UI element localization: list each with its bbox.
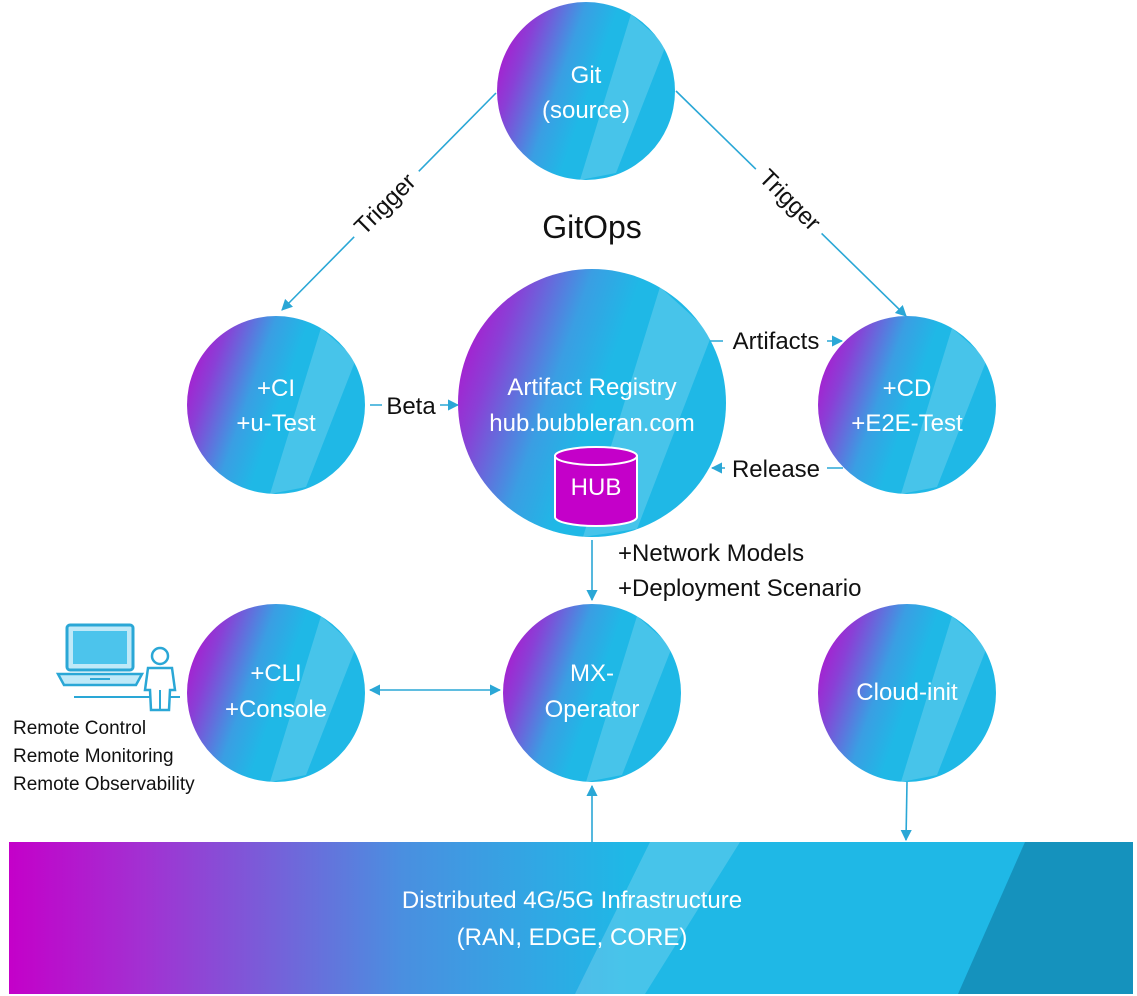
network-models-label: +Network Models	[618, 540, 804, 567]
database-icon	[554, 446, 638, 527]
cloud-init-node: Cloud-init	[818, 604, 996, 782]
operator-node-line2: Operator	[545, 696, 640, 723]
cd-node-line1: +CD	[883, 375, 932, 402]
mx-operator-node: MX- Operator	[503, 604, 681, 782]
remote-monitoring-label: Remote Monitoring	[13, 746, 174, 767]
registry-node-line1: Artifact Registry	[507, 374, 676, 401]
cli-node: +CLI +Console	[187, 604, 365, 782]
ci-node-line1: +CI	[257, 375, 295, 402]
infrastructure-line2: (RAN, EDGE, CORE)	[457, 924, 688, 951]
infrastructure-band: Distributed 4G/5G Infrastructure (RAN, E…	[9, 842, 1133, 994]
artifact-registry-node: Artifact Registry hub.bubbleran.com HUB	[458, 269, 726, 537]
edge-cloudinit-infra	[900, 781, 912, 842]
edge-labels: Trigger Trigger Beta Artifacts Release +…	[330, 144, 861, 602]
cli-node-line1: +CLI	[250, 660, 301, 687]
person-icon	[143, 646, 177, 712]
git-node-line1: Git	[571, 62, 602, 89]
git-node: Git (source)	[497, 2, 675, 180]
cli-node-line2: +Console	[225, 696, 327, 723]
infrastructure-line1: Distributed 4G/5G Infrastructure	[402, 887, 742, 914]
laptop-icon	[55, 623, 180, 698]
release-label: Release	[732, 456, 820, 483]
registry-node-line2: hub.bubbleran.com	[489, 410, 694, 437]
gitops-title: GitOps	[542, 209, 642, 245]
remote-control-label: Remote Control	[13, 718, 147, 739]
ci-node: +CI +u-Test	[187, 316, 365, 494]
cd-node: +CD +E2E-Test	[818, 316, 996, 494]
beta-label: Beta	[386, 393, 436, 420]
ci-node-line2: +u-Test	[236, 410, 316, 437]
git-node-line2: (source)	[542, 97, 630, 124]
artifacts-label: Artifacts	[733, 328, 820, 355]
cloudinit-node-line1: Cloud-init	[856, 679, 958, 706]
operator-node-line1: MX-	[570, 660, 614, 687]
cd-node-line2: +E2E-Test	[851, 410, 963, 437]
deployment-scenario-label: +Deployment Scenario	[618, 575, 861, 602]
remote-observability-label: Remote Observability	[13, 774, 195, 795]
hub-label: HUB	[571, 474, 622, 501]
